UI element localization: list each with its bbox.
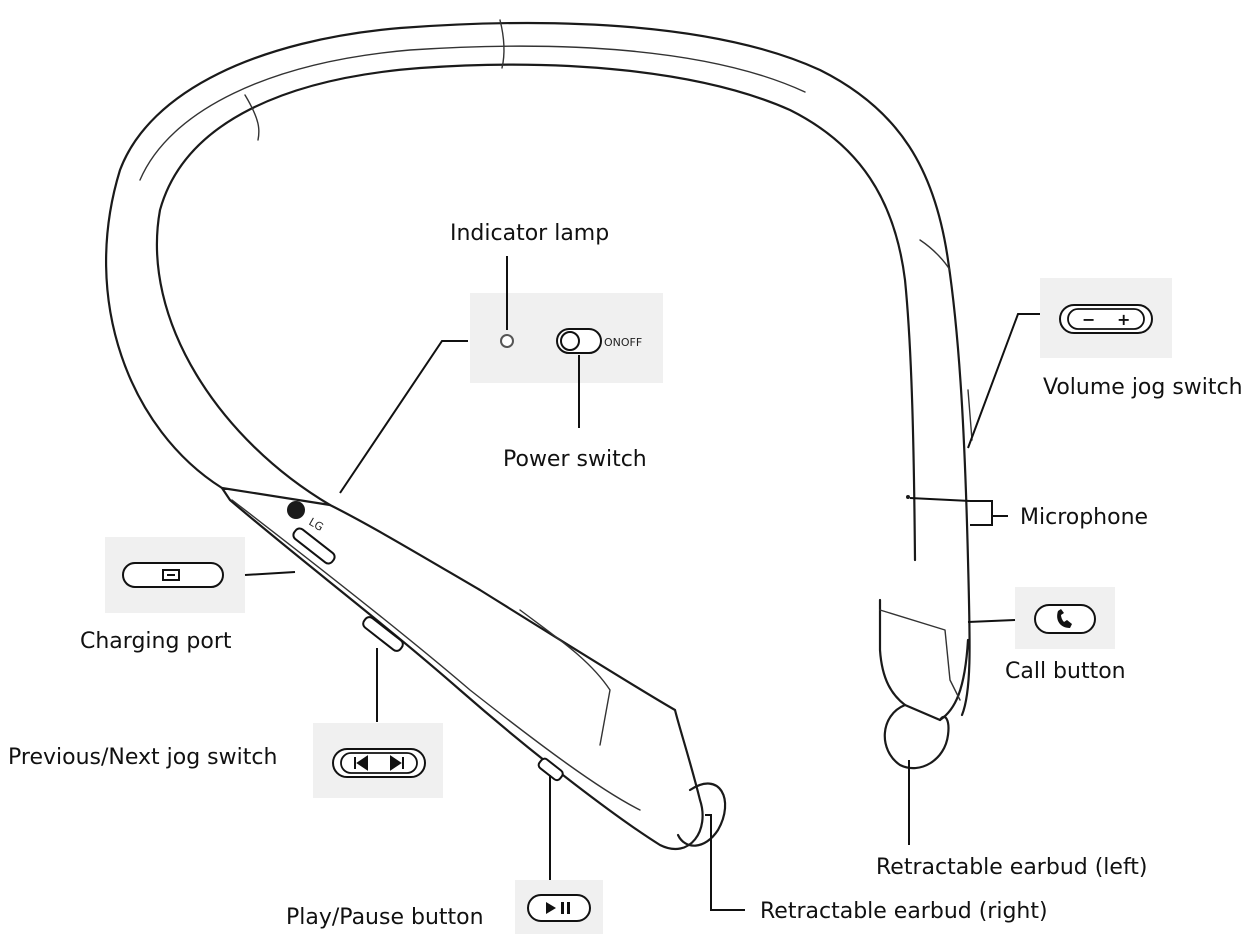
earbud-right bbox=[676, 782, 727, 847]
leader-call bbox=[967, 619, 1016, 623]
right-module-panel bbox=[519, 609, 611, 746]
volume-jog-icon: − + bbox=[1059, 304, 1153, 334]
neckband-inner-edge bbox=[155, 63, 917, 562]
charging-port-slot bbox=[292, 527, 336, 565]
play-pause-icon bbox=[527, 894, 591, 922]
label-power-switch: Power switch bbox=[503, 447, 647, 472]
right-module-outline bbox=[220, 486, 704, 851]
volume-ridge bbox=[967, 389, 973, 441]
lg-logo-text: LG bbox=[307, 515, 326, 534]
left-module-panel bbox=[879, 609, 961, 701]
label-indicator-lamp: Indicator lamp bbox=[450, 221, 609, 246]
power-switch-icon bbox=[556, 328, 602, 354]
charging-port-icon bbox=[122, 562, 224, 588]
microphone-dot bbox=[906, 495, 910, 499]
volume-minus-icon: − bbox=[1082, 310, 1095, 329]
left-module-outline bbox=[878, 598, 970, 722]
neckband: LG bbox=[105, 19, 973, 851]
label-earbud-right: Retractable earbud (right) bbox=[760, 899, 1048, 924]
leader-charging bbox=[244, 571, 296, 576]
right-module-inner-line bbox=[231, 499, 641, 811]
label-microphone: Microphone bbox=[1020, 505, 1148, 530]
volume-plus-icon: + bbox=[1117, 310, 1130, 329]
neckband-highlight-1 bbox=[139, 45, 806, 181]
neckband-highlight-3 bbox=[499, 19, 505, 69]
leader-volume bbox=[967, 313, 1040, 449]
label-earbud-left: Retractable earbud (left) bbox=[876, 855, 1148, 880]
label-call-button: Call button bbox=[1005, 659, 1126, 684]
leader-power-panel bbox=[339, 340, 468, 494]
power-switch-text: ONOFF bbox=[604, 336, 642, 349]
leader-microphone bbox=[909, 497, 971, 502]
neckband-highlight-2 bbox=[244, 94, 260, 141]
label-volume-jog-switch: Volume jog switch bbox=[1043, 375, 1243, 400]
label-charging-port: Charging port bbox=[80, 629, 232, 654]
earbud-left bbox=[883, 703, 950, 770]
next-track-icon bbox=[390, 755, 404, 771]
neckband-outer-edge bbox=[105, 21, 971, 717]
prev-next-jog-icon bbox=[332, 748, 426, 778]
leader-microphone-bracket bbox=[970, 500, 993, 526]
label-previous-next-jog-switch: Previous/Next jog switch bbox=[8, 745, 277, 770]
label-play-pause-button: Play/Pause button bbox=[286, 905, 484, 930]
call-button-icon bbox=[1034, 604, 1096, 634]
play-pause-slot bbox=[537, 757, 564, 782]
previous-track-icon bbox=[354, 755, 368, 771]
leader-earbud-right bbox=[705, 814, 745, 911]
indicator-lamp-icon bbox=[500, 334, 514, 348]
neckband-highlight-4 bbox=[919, 239, 951, 271]
lg-logo-mark bbox=[287, 501, 305, 519]
prev-next-jog-slot bbox=[362, 616, 404, 652]
